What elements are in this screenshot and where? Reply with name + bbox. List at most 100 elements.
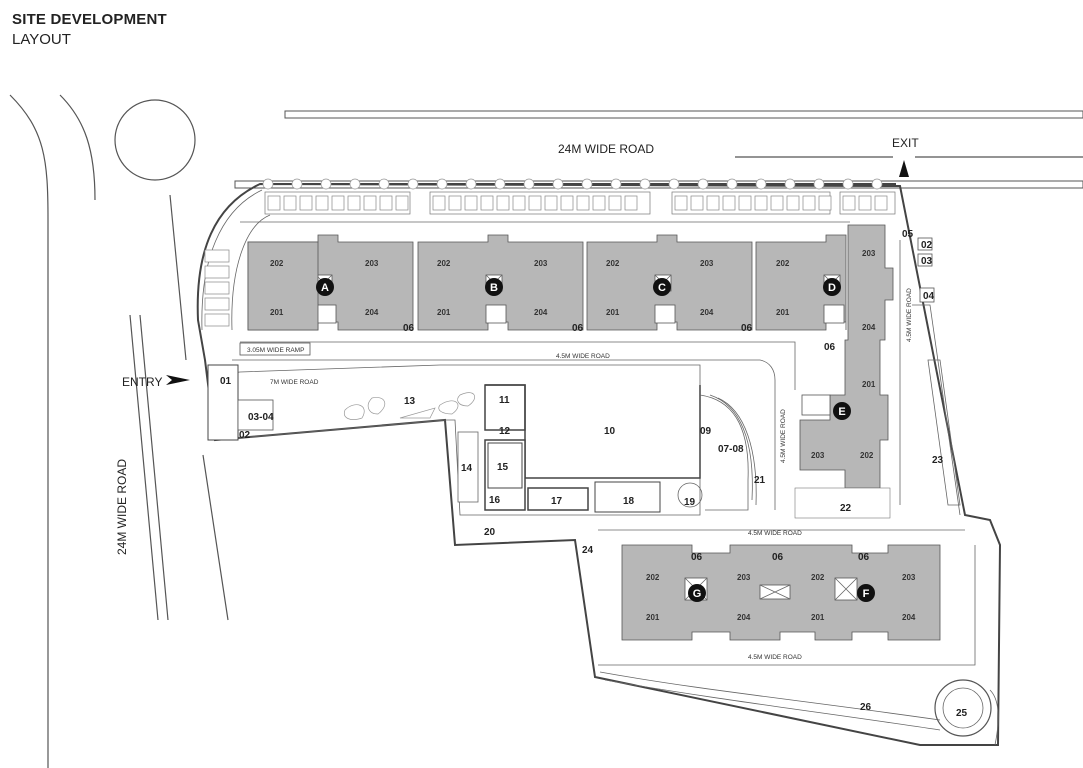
- block-e-label: E: [838, 406, 845, 418]
- north-road-label: 24M WIDE ROAD: [558, 142, 654, 156]
- tree-icon: [378, 178, 390, 190]
- entry-road-label: 7M WIDE ROAD: [270, 379, 319, 386]
- parking-stall: [818, 195, 832, 211]
- unit-204-label: 204: [534, 308, 548, 317]
- tree-icon: [349, 178, 361, 190]
- south-blocks: [598, 529, 976, 666]
- unit-204-label: 204: [365, 308, 379, 317]
- parking-stall: [464, 195, 478, 211]
- unit-202-label: 202: [860, 451, 874, 460]
- amenity-13: 13: [404, 396, 416, 407]
- mid-east-road-label: 4.5M WIDE ROAD: [780, 409, 787, 463]
- parking-stall: [722, 195, 736, 211]
- amenity-10: 10: [604, 426, 616, 437]
- unit-204-label: 204: [902, 613, 916, 622]
- parking-stall: [363, 195, 377, 211]
- amenity-15: 15: [497, 462, 509, 473]
- amenity-22: 22: [840, 503, 852, 514]
- amenity-14: 14: [461, 463, 473, 474]
- amenity-05: 05: [902, 229, 914, 240]
- parking-stall: [560, 195, 574, 211]
- tree-icon: [494, 178, 506, 190]
- parking-stall: [496, 195, 510, 211]
- parking-stall: [432, 195, 446, 211]
- amenity-16: 16: [489, 495, 501, 506]
- unit-203-label: 203: [700, 259, 714, 268]
- north-road: [234, 110, 1083, 189]
- tree-icon: [523, 178, 535, 190]
- tree-icon: [726, 178, 738, 190]
- parking-stall: [283, 195, 297, 211]
- block-a-label: A: [321, 282, 329, 294]
- block-f-marker: [857, 584, 875, 602]
- unit-203-label: 203: [737, 573, 751, 582]
- parking-stall: [299, 195, 313, 211]
- block-b-marker: [485, 278, 503, 296]
- unit-202-label: 202: [776, 259, 790, 268]
- amenity-07-08: 07-08: [718, 444, 744, 455]
- unit-201-label: 201: [606, 308, 620, 317]
- unit-labels: 2022012032042022012032042022012032042022…: [270, 249, 916, 622]
- tree-icon: [552, 178, 564, 190]
- tree-icon: [262, 178, 274, 190]
- block-c-marker: [653, 278, 671, 296]
- block-b-label: B: [490, 282, 498, 294]
- unit-202-label: 202: [646, 573, 660, 582]
- inner-main-road-label: 4.5M WIDE ROAD: [556, 353, 610, 360]
- roundabout: [114, 99, 196, 181]
- block-d-label: D: [828, 282, 836, 294]
- parking-stall: [608, 195, 622, 211]
- unit-203-label: 203: [811, 451, 825, 460]
- amenity-23: 23: [932, 455, 944, 466]
- amenity-21: 21: [754, 475, 766, 486]
- unit-201-label: 201: [862, 380, 876, 389]
- amenity-12: 12: [499, 426, 511, 437]
- south-landscape: [599, 671, 999, 746]
- unit-201-label: 201: [811, 613, 825, 622]
- amenity-02: 02: [239, 430, 251, 441]
- unit-204-label: 204: [700, 308, 714, 317]
- parking-stall: [770, 195, 784, 211]
- parking-stall: [624, 195, 638, 211]
- tree-icon: [697, 178, 709, 190]
- parking-stall: [480, 195, 494, 211]
- east-road-label: 4.5M WIDE ROAD: [906, 288, 913, 342]
- tree-icon: [842, 178, 854, 190]
- parking-stall: [858, 195, 872, 211]
- parking-stall: [842, 195, 856, 211]
- amenity-04: 04: [923, 291, 935, 302]
- amenity-17: 17: [551, 496, 563, 507]
- tree-icon: [784, 178, 796, 190]
- block-a-marker: [316, 278, 334, 296]
- parking-stall: [674, 195, 688, 211]
- unit-201-label: 201: [437, 308, 451, 317]
- parking-stall: [786, 195, 800, 211]
- tree-icon: [320, 178, 332, 190]
- block-g-label: G: [693, 588, 702, 600]
- internal-road: [232, 221, 901, 510]
- parking-stall: [754, 195, 768, 211]
- amenity-labels: 01 02 03-04 02 03 04 05 06 07-08 09 10 1…: [220, 229, 968, 719]
- parking-stall: [331, 195, 345, 211]
- amenity-03: 03: [921, 256, 933, 267]
- tree-icon: [407, 178, 419, 190]
- amenity-11: 11: [499, 395, 510, 406]
- parking-stall: [512, 195, 526, 211]
- amenity-06-mid: 06: [772, 552, 784, 563]
- tree-icon: [813, 178, 825, 190]
- parking-stall: [347, 195, 361, 211]
- parking-stall: [576, 195, 590, 211]
- parking-stall: [874, 195, 888, 211]
- amenity-26: 26: [860, 702, 872, 713]
- unit-203-label: 203: [902, 573, 916, 582]
- west-road-label: 24M WIDE ROAD: [115, 459, 129, 555]
- tree-icon: [639, 178, 651, 190]
- east-wing: [794, 224, 894, 519]
- parking-stall: [379, 195, 393, 211]
- amenity-09: 09: [700, 426, 712, 437]
- tree-icon: [610, 178, 622, 190]
- amenity-06-g: 06: [691, 552, 703, 563]
- unit-203-label: 203: [534, 259, 548, 268]
